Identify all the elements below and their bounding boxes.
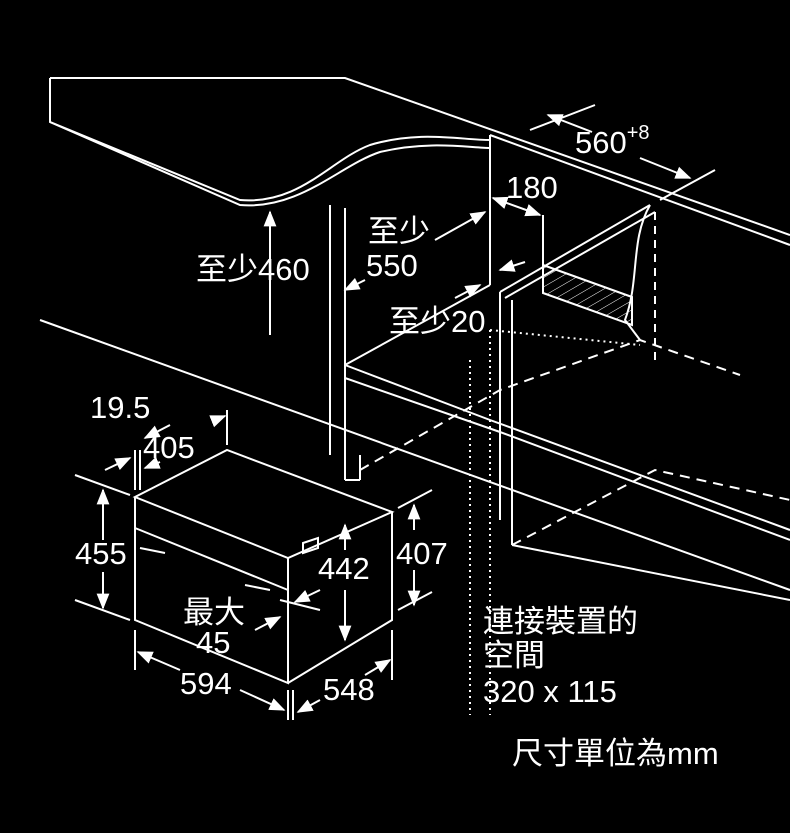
oven: [132, 448, 395, 685]
cabinet: [39, 134, 790, 715]
dimension-548-label: 548: [323, 672, 375, 707]
dimension-19-5-label: 19.5: [90, 390, 151, 425]
connection-space-size: 320 x 115: [483, 674, 617, 709]
dimension-405-label: 405: [143, 430, 195, 465]
connection-space-label-line1: 連接裝置的: [483, 604, 638, 639]
connection-space-label-line2: 空間: [483, 638, 545, 673]
dimension-407-label: 407: [396, 536, 448, 571]
max-45-prefix-label: 最大: [183, 595, 245, 630]
dimension-594-label: 594: [180, 666, 232, 701]
max-45-value-label: 45: [196, 625, 231, 660]
connection-area-hatch: [542, 263, 633, 327]
min-550-value-label: 550: [366, 248, 418, 283]
dimension-442-label: 442: [318, 551, 370, 586]
min-20-label: 至少20: [389, 304, 486, 339]
min-550-prefix-label: 至少: [368, 214, 430, 249]
dimension-lines: [74, 104, 716, 720]
dimension-455-label: 455: [75, 536, 127, 571]
min-460-label: 至少460: [196, 252, 310, 287]
dimension-180-label: 180: [506, 170, 558, 205]
countertop: [49, 77, 790, 236]
units-note: 尺寸單位為mm: [512, 736, 719, 771]
dimension-560-label: 560+8: [575, 122, 650, 160]
